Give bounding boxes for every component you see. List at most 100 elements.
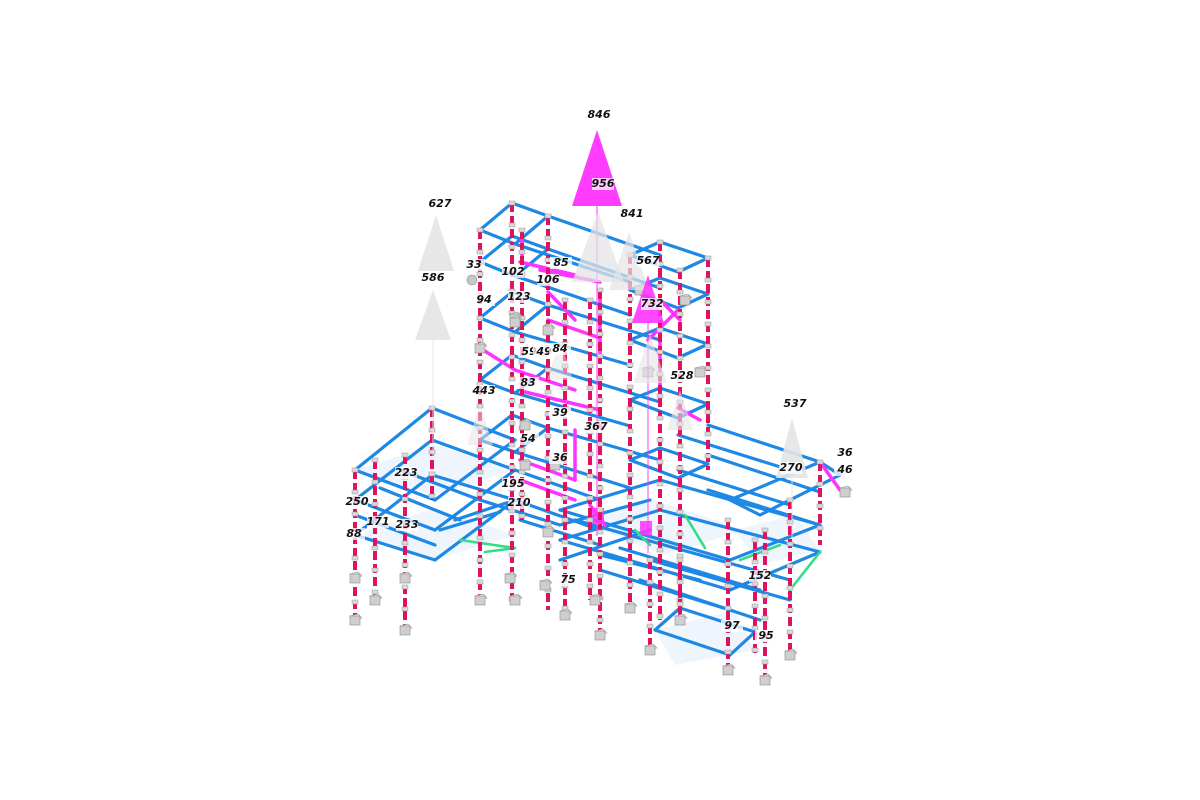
load-label: 586: [422, 271, 445, 284]
column-node: [761, 615, 769, 621]
load-label-backdrop: [517, 377, 539, 389]
column-node: [561, 539, 569, 545]
load-label: 49: [535, 345, 552, 358]
beam: [653, 606, 682, 632]
column-node: [626, 362, 634, 368]
column-node: [596, 485, 604, 491]
column-node: [656, 327, 664, 333]
load-label-backdrop: [367, 516, 389, 528]
beam: [558, 508, 662, 542]
column-node: [596, 463, 604, 469]
column-node: [561, 473, 569, 479]
load-label: 443: [472, 384, 496, 397]
column-node: [596, 441, 604, 447]
column-node: [401, 452, 409, 458]
load-label-backdrop: [557, 574, 579, 586]
load-label: 537: [784, 397, 807, 410]
slab-panel: [355, 445, 515, 495]
load-label: 97: [724, 619, 740, 632]
load-label-backdrop: [588, 109, 610, 121]
beam: [653, 628, 732, 657]
beam: [728, 523, 822, 562]
column-node: [676, 487, 684, 493]
column-node: [508, 354, 516, 360]
column-node: [371, 567, 379, 573]
support-block-icon: [784, 648, 798, 661]
highlight-beam: [523, 390, 602, 412]
beam: [353, 438, 434, 502]
column-node: [508, 508, 516, 514]
column-node: [724, 561, 732, 567]
beam: [648, 558, 792, 602]
column-node: [508, 420, 516, 426]
beam: [628, 386, 662, 402]
column-node: [646, 601, 654, 607]
load-label: 54: [520, 432, 535, 445]
column-node: [704, 387, 712, 393]
column-node: [626, 406, 634, 412]
load-label: 36: [552, 451, 568, 464]
beam: [658, 240, 710, 260]
column-node: [656, 569, 664, 575]
column-node: [476, 491, 484, 497]
column-node: [676, 579, 684, 585]
load-label: 210: [508, 496, 531, 509]
column-node: [586, 583, 594, 589]
column-node: [586, 319, 594, 325]
column-node: [586, 561, 594, 567]
column-node: [761, 659, 769, 665]
column-node: [676, 333, 684, 339]
load-label-backdrop: [585, 421, 607, 433]
support-block-icon: [399, 623, 413, 636]
node-sphere-icon: [466, 274, 478, 286]
support-block-icon: [399, 571, 413, 584]
column-node: [596, 353, 604, 359]
column-node: [476, 579, 484, 585]
support-block-icon: [759, 673, 773, 686]
load-label-backdrop: [749, 570, 771, 582]
column-node: [351, 599, 359, 605]
support-block-icon: [519, 458, 533, 471]
load-label-backdrop: [549, 452, 571, 464]
load-label-backdrop: [395, 467, 417, 479]
column-node: [751, 603, 759, 609]
column-node: [816, 459, 824, 465]
load-label: 233: [396, 518, 419, 531]
beam: [698, 553, 792, 582]
column-node: [401, 496, 409, 502]
beam: [353, 498, 437, 532]
column-node: [476, 337, 484, 343]
support-block-icon: [644, 643, 658, 656]
column-node: [656, 459, 664, 465]
load-arrow-layer: [415, 130, 808, 553]
load-label-backdrop: [621, 208, 643, 220]
column-node: [508, 442, 516, 448]
column-node: [371, 589, 379, 595]
beam: [658, 478, 822, 527]
beam: [513, 468, 602, 502]
beam: [430, 438, 517, 472]
support-block-icon: [349, 571, 363, 584]
column-node: [704, 343, 712, 349]
beam: [438, 510, 502, 532]
column-node: [704, 453, 712, 459]
beam: [513, 274, 632, 317]
load-label: 106: [537, 273, 560, 286]
column-node: [786, 519, 794, 525]
column-node: [544, 433, 552, 439]
column-node: [786, 607, 794, 613]
beam: [430, 406, 517, 442]
load-label: 152: [749, 569, 772, 582]
column-node: [508, 200, 516, 206]
column-node: [561, 495, 569, 501]
load-label-backdrop: [396, 519, 418, 531]
load-label: 841: [621, 207, 644, 220]
load-label-backdrop: [502, 266, 524, 278]
load-label: 367: [585, 420, 608, 433]
column-node: [371, 457, 379, 463]
load-label-backdrop: [473, 294, 495, 306]
column-node: [586, 385, 594, 391]
column-node: [586, 451, 594, 457]
support-block-icon: [474, 593, 488, 606]
